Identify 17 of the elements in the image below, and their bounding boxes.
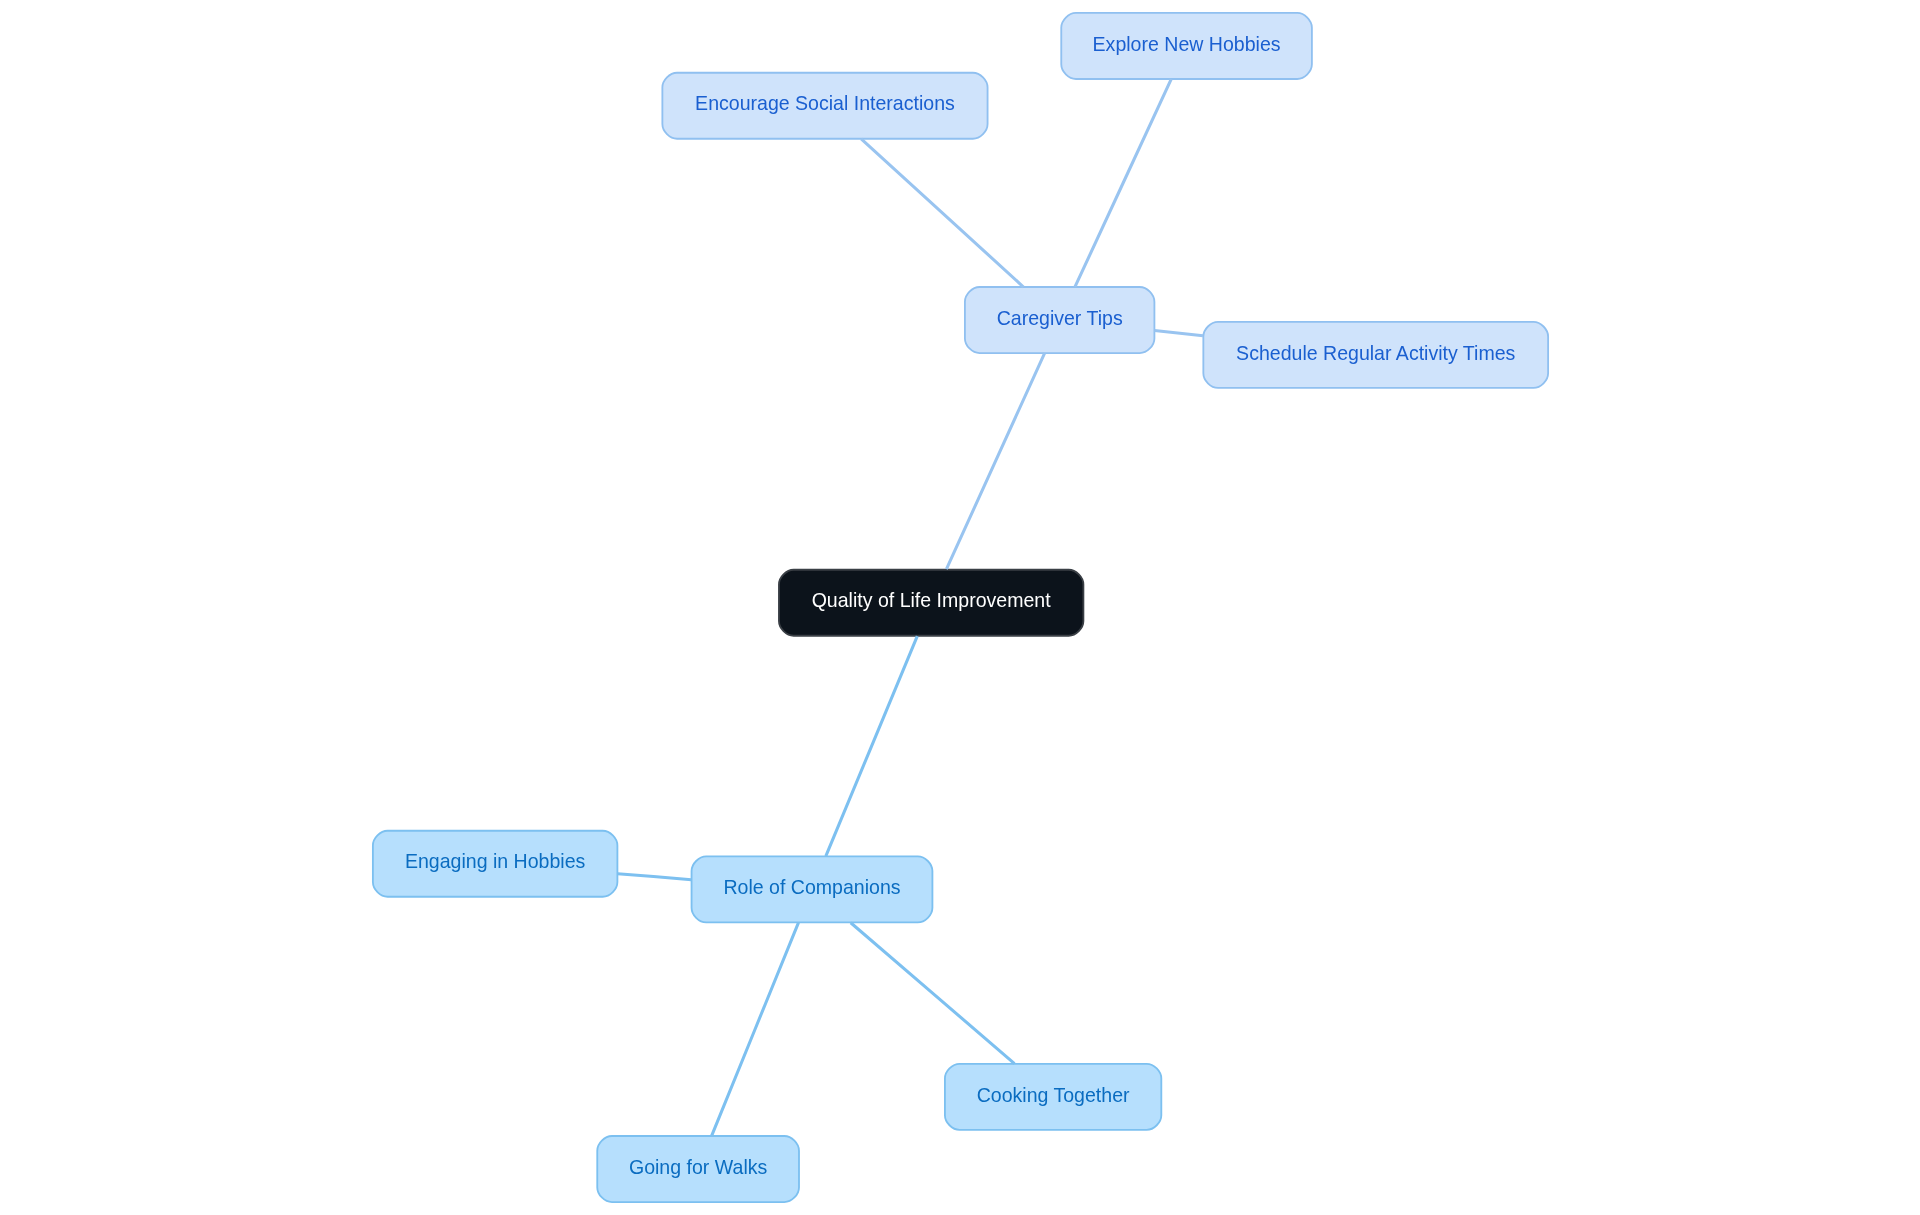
connector: [1153, 328, 1203, 338]
connector: [1073, 78, 1173, 288]
connector: [849, 921, 1015, 1065]
connector: [944, 352, 1046, 570]
connector: [823, 635, 919, 857]
connector: [616, 872, 691, 882]
node-box: Schedule Regular Activity Times: [1201, 321, 1549, 389]
node-box: Role of Companions: [690, 855, 933, 924]
node-box: Explore New Hobbies: [1059, 12, 1313, 80]
connector: [709, 922, 800, 1137]
node-box: Engaging in Hobbies: [371, 829, 618, 898]
node-box: Encourage Social Interactions: [660, 71, 988, 140]
node-box: Caregiver Tips: [963, 286, 1155, 354]
connector: [859, 137, 1025, 289]
node-box: Going for Walks: [595, 1135, 800, 1203]
node-box: Quality of Life Improvement: [777, 568, 1084, 637]
node-box: Cooking Together: [943, 1062, 1162, 1131]
